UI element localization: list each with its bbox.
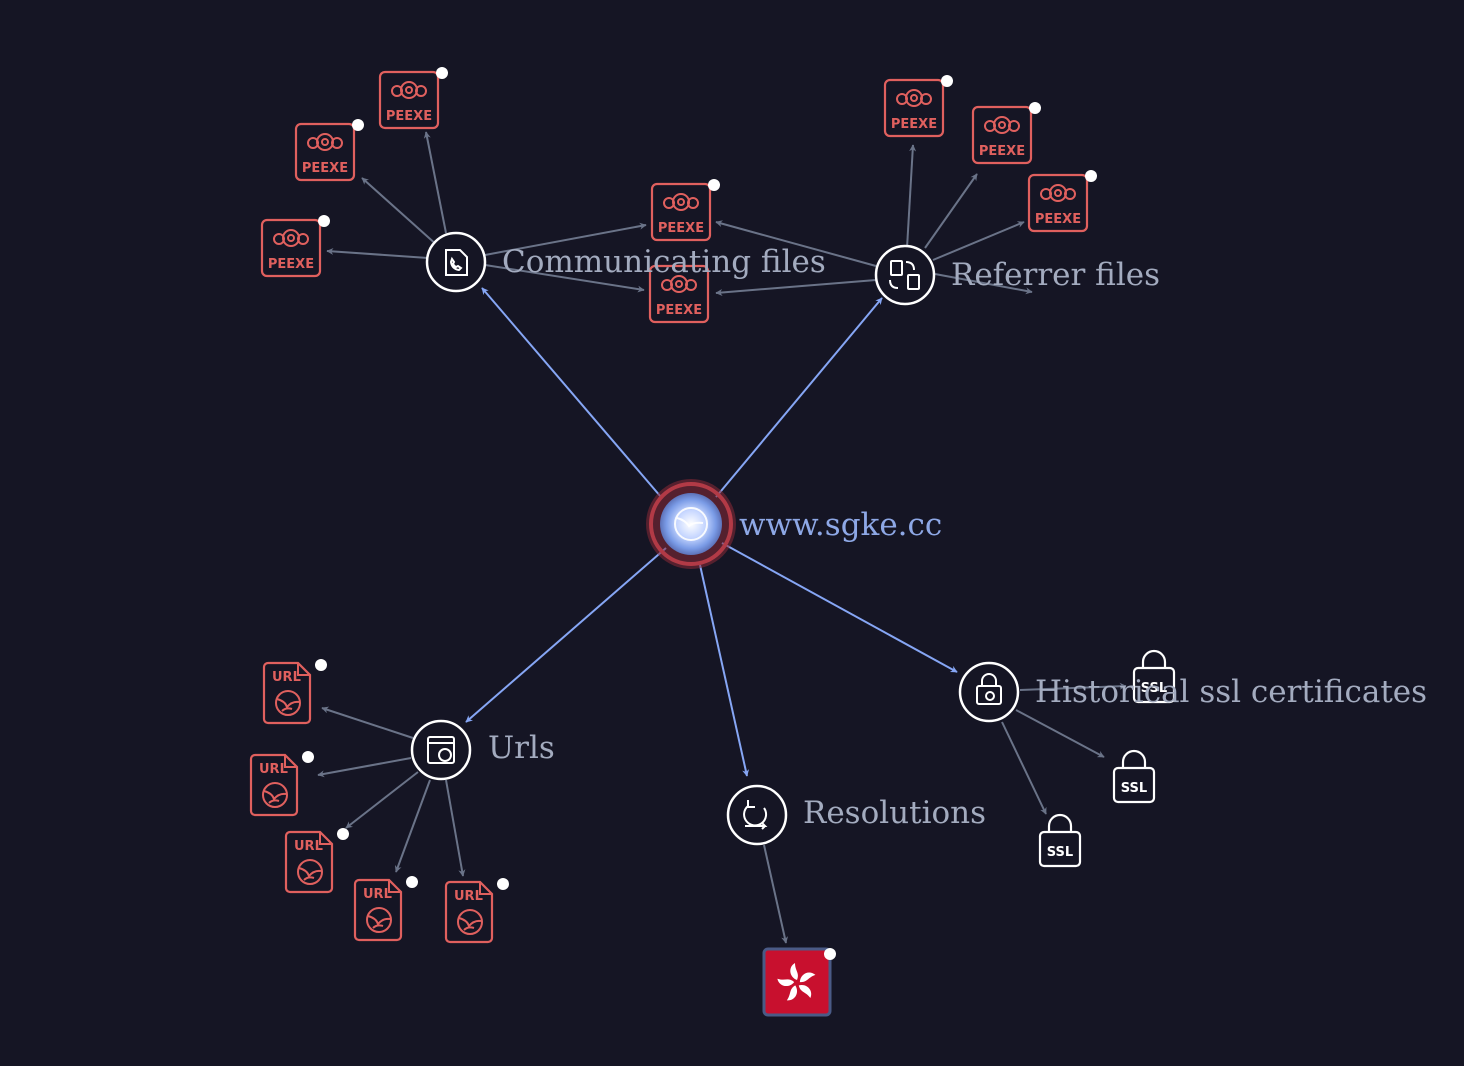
padlock-icon — [1132, 649, 1176, 704]
selection-dot — [302, 751, 314, 763]
peexe-file-node[interactable]: PEEXE — [971, 102, 1041, 165]
selection-dot — [406, 876, 418, 888]
url-badge: URL — [294, 839, 323, 854]
gear-file-icon — [307, 133, 343, 151]
refresh-arrow-icon — [743, 800, 768, 830]
globe-file-icon — [275, 690, 301, 716]
peexe-badge: PEEXE — [302, 161, 348, 176]
selection-dot — [824, 948, 836, 960]
gear-file-icon — [391, 81, 427, 99]
ssl-badge: SSL — [1121, 781, 1147, 796]
referrer-files-node[interactable] — [874, 244, 936, 306]
url-file-node[interactable]: URL — [284, 828, 349, 894]
historical-ssl-node[interactable] — [958, 661, 1020, 723]
selection-dot — [941, 75, 953, 87]
peexe-file-node[interactable]: PEEXE — [378, 67, 448, 130]
url-badge: URL — [363, 887, 392, 902]
gear-file-icon — [661, 275, 697, 293]
peexe-file-node[interactable]: PEEXE — [883, 75, 953, 138]
ssl-certificate-node[interactable]: SSL — [1132, 649, 1176, 704]
gear-file-icon — [896, 89, 932, 107]
peexe-file-node[interactable]: PEEXE — [648, 264, 710, 324]
edge-root-resolutions — [699, 564, 750, 777]
globe-file-icon — [366, 907, 392, 933]
gear-file-icon — [984, 116, 1020, 134]
ssl-badge: SSL — [1141, 681, 1167, 696]
globe-file-icon — [262, 782, 288, 808]
url-badge: URL — [272, 670, 301, 685]
edge-root-referrer — [715, 297, 883, 498]
globe-file-icon — [457, 909, 483, 935]
padlock-icon — [1038, 813, 1082, 868]
edges — [317, 131, 1127, 944]
file-phone-icon — [445, 249, 468, 276]
url-badge: URL — [454, 889, 483, 904]
peexe-file-node[interactable]: PEEXE — [1027, 170, 1097, 233]
root-domain-node[interactable] — [646, 479, 736, 569]
referrer-files-label: Referrer files — [951, 257, 1160, 293]
url-badge: URL — [259, 762, 288, 777]
edge-root-ssl — [721, 542, 958, 673]
selection-dot — [1085, 170, 1097, 182]
globe-icon — [674, 507, 708, 541]
resolutions-label: Resolutions — [803, 795, 986, 831]
peexe-file-node[interactable]: PEEXE — [260, 215, 330, 278]
padlock-icon — [1112, 749, 1156, 804]
peexe-badge: PEEXE — [268, 257, 314, 272]
globe-file-icon — [297, 859, 323, 885]
peexe-badge: PEEXE — [386, 109, 432, 124]
selection-dot — [1029, 102, 1041, 114]
url-browser-icon — [427, 736, 455, 764]
selection-dot — [436, 67, 448, 79]
communicating-files-label: Communicating files — [502, 244, 826, 280]
gear-file-icon — [1040, 184, 1076, 202]
peexe-file-node[interactable]: PEEXE — [294, 119, 364, 182]
selection-dot — [352, 119, 364, 131]
gear-file-icon — [273, 229, 309, 247]
selection-dot — [315, 659, 327, 671]
resolutions-node[interactable] — [726, 784, 788, 846]
peexe-badge: PEEXE — [658, 221, 704, 236]
ssl-certificate-node[interactable]: SSL — [1112, 749, 1156, 804]
peexe-file-node[interactable]: PEEXE — [650, 179, 720, 242]
url-file-node[interactable]: URL — [444, 878, 509, 944]
hong-kong-flag-icon — [777, 963, 816, 1001]
lock-refresh-icon — [976, 673, 1002, 705]
peexe-badge: PEEXE — [979, 144, 1025, 159]
edge-root-urls — [465, 547, 667, 723]
url-file-node[interactable]: URL — [262, 659, 327, 725]
selection-dot — [708, 179, 720, 191]
ssl-badge: SSL — [1047, 845, 1073, 860]
root-domain-label: www.sgke.cc — [739, 507, 942, 543]
edge-root-communicating — [481, 287, 662, 498]
url-file-node[interactable]: URL — [249, 751, 314, 817]
urls-node[interactable] — [410, 719, 472, 781]
communicating-files-node[interactable] — [425, 231, 487, 293]
ip-country-node[interactable] — [762, 947, 836, 1017]
urls-label: Urls — [488, 730, 555, 766]
peexe-badge: PEEXE — [656, 303, 702, 318]
peexe-badge: PEEXE — [891, 117, 937, 132]
url-file-node[interactable]: URL — [353, 876, 418, 942]
selection-dot — [337, 828, 349, 840]
file-swap-icon — [889, 260, 920, 290]
selection-dot — [497, 878, 509, 890]
gear-file-icon — [663, 193, 699, 211]
historical-ssl-label: Historical ssl certificates — [1035, 674, 1427, 710]
selection-dot — [318, 215, 330, 227]
peexe-badge: PEEXE — [1035, 212, 1081, 227]
ssl-certificate-node[interactable]: SSL — [1038, 813, 1082, 868]
